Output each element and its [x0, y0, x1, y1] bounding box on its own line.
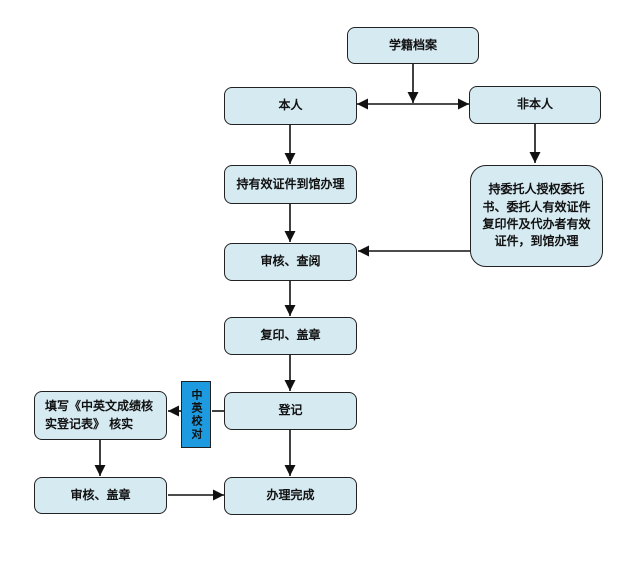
- node-self: 本人: [224, 87, 357, 125]
- verify-tag: 中英校对: [181, 381, 211, 448]
- node-non-self: 非本人: [469, 86, 601, 124]
- node-non-self-authorization: 持委托人授权委托书、委托人有效证件复印件及代办者有效证件，到馆办理: [470, 165, 603, 267]
- node-self-valid-id: 持有效证件到馆办理: [224, 165, 357, 204]
- node-copy-stamp: 复印、盖章: [224, 317, 357, 355]
- node-review-stamp: 审核、盖章: [34, 477, 167, 514]
- node-student-archive: 学籍档案: [347, 27, 479, 64]
- node-review-consult: 审核、查阅: [224, 243, 357, 281]
- node-fill-form: 填写《中英文成绩核实登记表》 核实: [34, 391, 167, 440]
- node-register: 登记: [224, 392, 357, 430]
- node-complete: 办理完成: [224, 477, 357, 515]
